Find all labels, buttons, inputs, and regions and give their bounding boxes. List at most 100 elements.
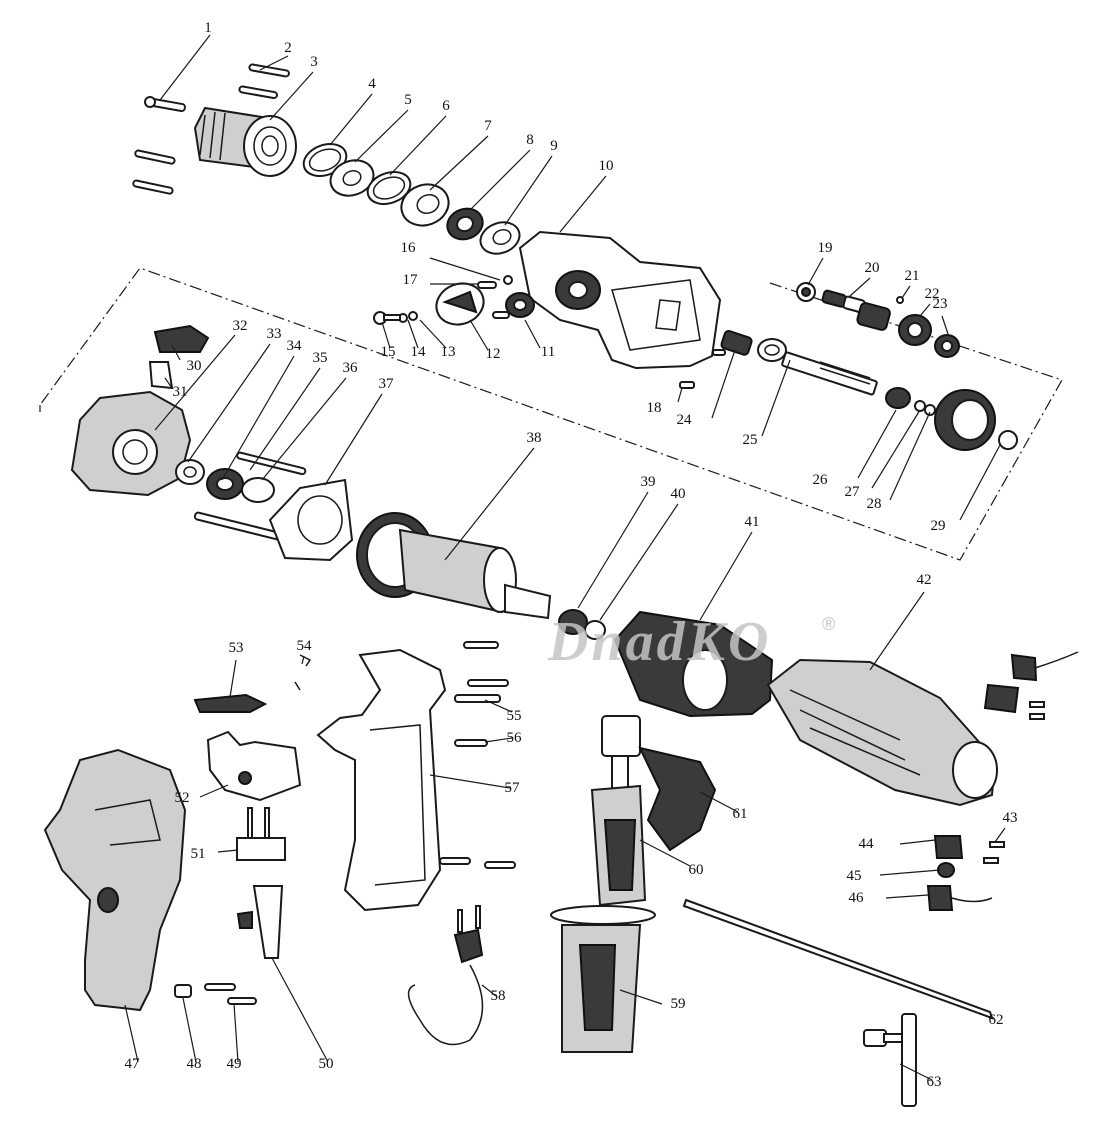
part-number-34: 34 <box>287 338 303 354</box>
part-number-18: 18 <box>647 400 662 416</box>
leader-line-53 <box>229 659 237 698</box>
part-number-51: 51 <box>191 846 206 862</box>
part-number-47: 47 <box>125 1056 141 1072</box>
part-number-33: 33 <box>267 326 282 342</box>
part-number-61: 61 <box>733 806 748 822</box>
leader-line-50 <box>271 957 329 1063</box>
part-number-12: 12 <box>486 346 501 362</box>
part-number-30: 30 <box>187 358 202 374</box>
part-number-1: 1 <box>204 20 212 36</box>
leader-line-62 <box>979 1013 995 1019</box>
leader-line-57 <box>429 774 511 789</box>
leader-line-7 <box>429 135 489 191</box>
leader-line-3 <box>269 71 314 121</box>
leader-line-32 <box>154 334 236 431</box>
part-number-62: 62 <box>989 1012 1004 1028</box>
leader-line-21 <box>901 285 911 299</box>
part-number-20: 20 <box>865 260 880 276</box>
part-number-29: 29 <box>931 518 946 534</box>
leader-line-56 <box>484 737 513 743</box>
leader-line-26 <box>857 409 897 479</box>
leader-line-54 <box>301 655 305 665</box>
leader-line-38 <box>444 447 535 561</box>
part-number-21: 21 <box>905 268 920 284</box>
part-number-50: 50 <box>319 1056 334 1072</box>
part-number-3: 3 <box>310 54 318 70</box>
leader-line-55 <box>484 699 513 713</box>
screw-parts <box>132 63 290 195</box>
part-number-36: 36 <box>343 360 359 376</box>
leader-line-9 <box>504 155 553 226</box>
gear-shaft-parts <box>720 282 1018 451</box>
leader-line-20 <box>849 277 871 297</box>
part-number-46: 46 <box>849 890 865 906</box>
leader-line-10 <box>559 175 607 233</box>
leader-line-43 <box>994 827 1006 843</box>
leader-line-46 <box>885 894 929 899</box>
part-number-53: 53 <box>229 640 244 656</box>
part-number-6: 6 <box>442 98 450 114</box>
stator <box>613 610 774 718</box>
leader-line-12 <box>469 319 489 351</box>
leader-line-6 <box>389 115 447 176</box>
chuck-housing <box>193 106 297 177</box>
leader-line-44 <box>899 839 936 845</box>
leader-line-40 <box>599 503 679 621</box>
part-number-38: 38 <box>527 430 542 446</box>
part-number-37: 37 <box>379 376 395 392</box>
leader-line-61 <box>699 791 739 813</box>
part-number-57: 57 <box>505 780 521 796</box>
leader-line-49 <box>233 1003 239 1063</box>
assembly-frames <box>39 267 1063 561</box>
part-number-4: 4 <box>368 76 376 92</box>
part-number-48: 48 <box>187 1056 202 1072</box>
leader-line-18 <box>677 387 683 403</box>
leader-line-19 <box>807 257 824 286</box>
part-number-60: 60 <box>689 862 704 878</box>
armature <box>356 512 606 640</box>
part-number-28: 28 <box>867 496 882 512</box>
part-number-17: 17 <box>403 272 419 288</box>
part-number-24: 24 <box>677 412 693 428</box>
part-number-11: 11 <box>541 344 555 360</box>
leader-line-27 <box>871 409 921 489</box>
leader-line-58 <box>481 984 497 997</box>
gear-housing <box>518 230 722 370</box>
part-number-41: 41 <box>745 514 760 530</box>
leader-line-14 <box>407 319 419 349</box>
leader-line-2 <box>259 55 289 71</box>
leader-lines <box>124 34 1006 1081</box>
part-number-45: 45 <box>847 868 862 884</box>
motor-housing <box>766 651 1079 807</box>
part-number-31: 31 <box>173 384 188 400</box>
leader-line-28 <box>889 411 931 501</box>
part-number-7: 7 <box>484 118 492 134</box>
leader-line-45 <box>879 869 941 876</box>
part-number-54: 54 <box>297 638 313 654</box>
part-number-43: 43 <box>1003 810 1018 826</box>
leader-line-59 <box>619 989 663 1005</box>
part-number-56: 56 <box>507 730 523 746</box>
leader-line-60 <box>639 839 691 867</box>
chuck-group <box>132 63 1018 451</box>
leader-line-41 <box>699 531 753 621</box>
part-number-35: 35 <box>313 350 328 366</box>
leader-line-8 <box>469 149 531 211</box>
part-number-19: 19 <box>818 240 833 256</box>
part-number-58: 58 <box>491 988 506 1004</box>
handle-group <box>43 641 994 1107</box>
part-number-59: 59 <box>671 996 686 1012</box>
svg-text:DnadKO: DnadKO <box>547 611 771 673</box>
leader-line-63 <box>899 1063 933 1081</box>
leader-line-4 <box>329 93 373 146</box>
part-number-14: 14 <box>411 344 427 360</box>
leader-line-52 <box>199 784 229 798</box>
part-number-39: 39 <box>641 474 656 490</box>
part-number-42: 42 <box>917 572 932 588</box>
part-number-55: 55 <box>507 708 522 724</box>
leader-line-51 <box>217 849 239 853</box>
motor-front-group <box>70 324 1079 911</box>
brush-parts <box>926 835 1005 911</box>
part-number-10: 10 <box>599 158 614 174</box>
